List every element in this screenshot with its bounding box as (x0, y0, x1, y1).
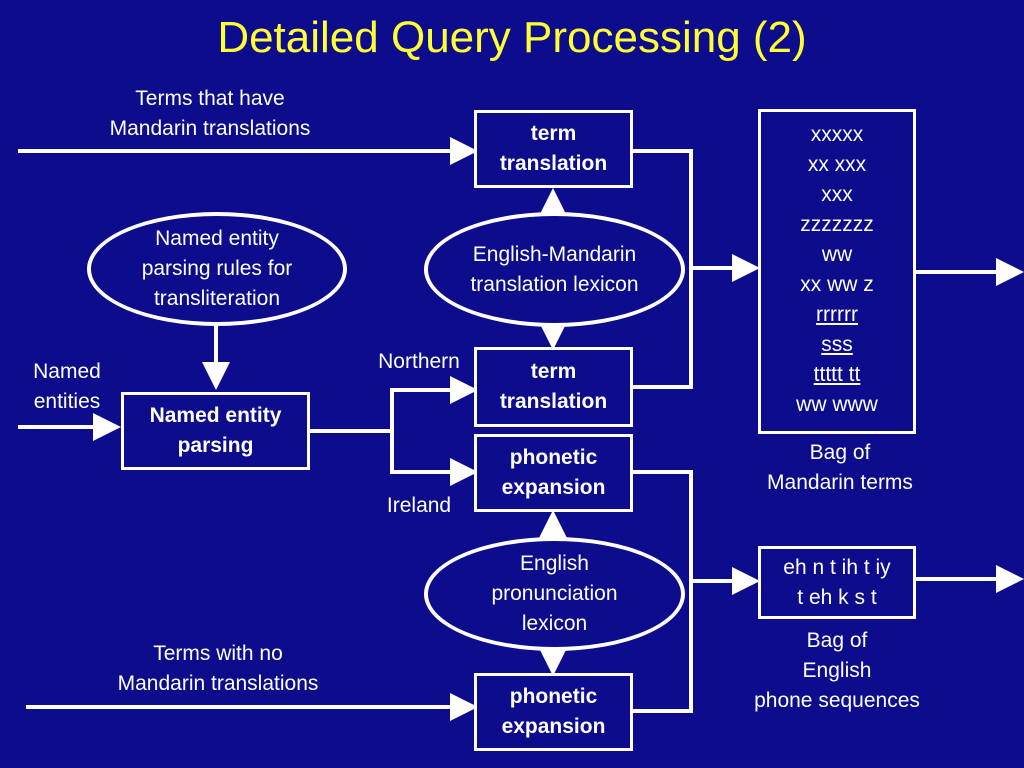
mandarin-term: xx ww z (800, 273, 874, 296)
translation-lexicon-oval: English-Mandarin translation lexicon (424, 212, 685, 327)
named-entity-parsing-box: Named entity parsing (121, 392, 310, 470)
label-bag-phones: Bag of English phone sequences (754, 629, 920, 712)
mandarin-terms-bag: xxxxx xx xxx xxx zzzzzzz ww xx ww z rrrr… (758, 109, 916, 434)
mandarin-term: xxxxx (810, 123, 864, 146)
mandarin-term-underlined: sss (821, 333, 853, 356)
mandarin-term: xxx (821, 183, 853, 206)
phonetic-expansion-box-bottom: phonetic expansion (474, 673, 633, 751)
label-northern: Northern (378, 350, 460, 373)
label-terms-without-translations: Terms with no Mandarin translations (117, 642, 319, 695)
merge-to-phone-bag (633, 470, 693, 713)
mandarin-term-underlined: rrrrrr (816, 303, 858, 326)
mandarin-term-underlined: ttttt tt (813, 363, 861, 386)
phonetic-expansion-box-mid: phonetic expansion (474, 434, 633, 512)
mandarin-term: ww www (796, 393, 878, 416)
term-translation-box-mid: term translation (474, 347, 633, 427)
phone-sequences-bag: eh n t ih t iy t eh k s t (758, 546, 916, 619)
label-named-entities: Named entities (33, 360, 101, 413)
mandarin-term: xx xxx (807, 153, 867, 176)
label-terms-with-translations: Terms that have Mandarin translations (109, 87, 311, 140)
label-bag-mandarin: Bag of Mandarin terms (767, 441, 913, 494)
mandarin-term: ww (821, 243, 853, 266)
term-translation-box-top: term translation (474, 110, 633, 188)
pronunciation-lexicon-oval: English pronunciation lexicon (424, 537, 685, 651)
mandarin-term: zzzzzzz (800, 213, 874, 236)
slide-title: Detailed Query Processing (2) (217, 13, 807, 62)
label-ireland: Ireland (386, 494, 452, 517)
parsing-rules-oval: Named entity parsing rules for translite… (87, 212, 347, 326)
